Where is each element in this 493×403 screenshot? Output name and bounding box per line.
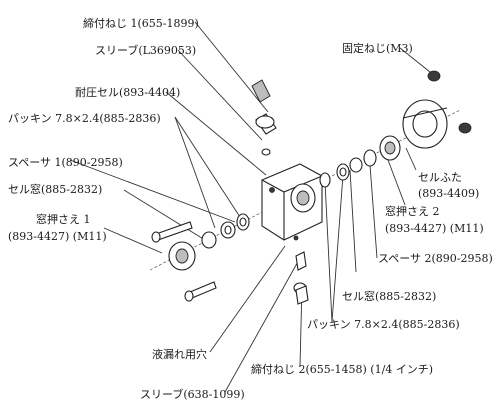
- label-screw-2: 締付ねじ 2(655-1458) (1/4 インチ): [251, 363, 434, 376]
- label-retainer-1-number: (893-4427) (M11): [8, 230, 107, 243]
- bolt-parts: [151, 221, 217, 302]
- label-cell-lid-number: (893-4409): [418, 187, 480, 200]
- right-stack-parts: [319, 135, 401, 188]
- label-spacer-2: スペーサ 2(890-2958): [378, 252, 493, 265]
- left-stack-parts: [168, 213, 250, 271]
- label-window-left: セル窓(885-2832): [8, 183, 103, 196]
- screw-1-part: [251, 79, 277, 156]
- label-window-right: セル窓(885-2832): [342, 290, 437, 303]
- label-leak-hole: 液漏れ用穴: [152, 348, 207, 361]
- label-packing-right: パッキン 7.8×2.4(885-2836): [307, 318, 460, 331]
- label-retainer-1: 窓押さえ 1: [36, 213, 91, 226]
- set-screw-parts: [427, 70, 472, 134]
- label-screw-1: 締付ねじ 1(655-1899): [83, 17, 199, 30]
- label-set-screw: 固定ねじ(M3): [342, 42, 413, 55]
- pressure-cell-part: [261, 163, 323, 241]
- leader-lines: [69, 21, 431, 393]
- label-packing-left: パッキン 7.8×2.4(885-2836): [8, 112, 161, 125]
- label-sleeve-bottom: スリーブ(638-1099): [140, 388, 245, 401]
- label-cell-lid: セルふた: [418, 171, 462, 184]
- label-retainer-2: 窓押さえ 2: [385, 205, 440, 218]
- label-sleeve-top: スリーブ(L369053): [95, 44, 197, 57]
- cell-lid-part: [402, 99, 448, 149]
- label-retainer-2-number: (893-4427) (M11): [385, 222, 484, 235]
- label-spacer-1: スペーサ 1(890-2958): [8, 156, 123, 169]
- label-pressure-cell: 耐圧セル(893-4404): [75, 86, 181, 99]
- bottom-fittings-parts: [293, 251, 309, 305]
